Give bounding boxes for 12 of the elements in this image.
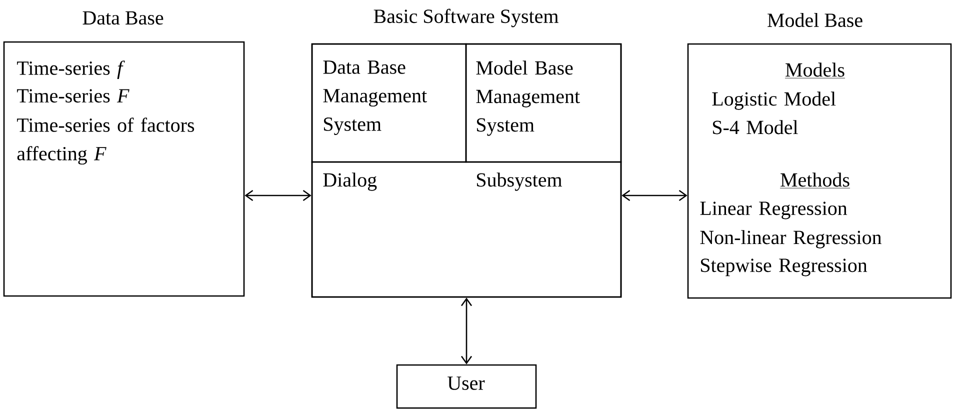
- data-base-box: Data Base Time-series f Time-series F Time-series of factors affecting F: [3, 11, 245, 297]
- node-label: Model Base: [768, 12, 862, 28]
- node-label: Basic Software System: [374, 8, 558, 28]
- management-system-box: Model Base Management System: [465, 43, 622, 163]
- dialog-subsystem-box: Dialog Subsystem: [311, 161, 622, 298]
- arrow: [622, 190, 688, 202]
- user-box: User: [396, 364, 537, 409]
- arrow: [244, 190, 312, 202]
- arrow: [460, 298, 472, 364]
- model-base-box: Model Base Models Logistic Model S-4 Model Methods Linear Regression Non-linear Regression Stepwise Regression: [687, 12, 952, 299]
- management-system-box: Data Base Management System: [311, 43, 467, 163]
- node-label: Data Base: [82, 11, 164, 25]
